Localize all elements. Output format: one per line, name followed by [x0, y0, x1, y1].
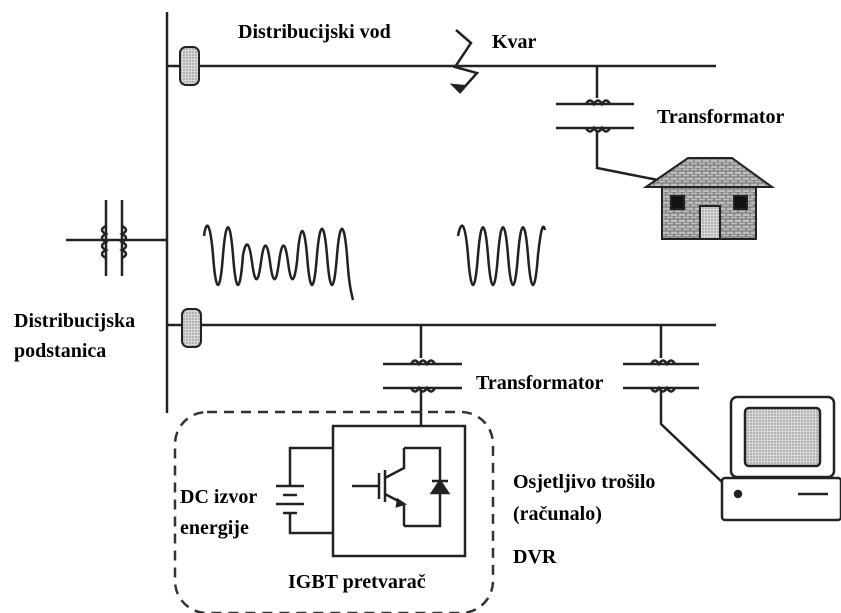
dc-source-battery: [276, 446, 333, 535]
substation-transformer: [100, 200, 128, 276]
label-transformer-top: Transformator: [657, 106, 784, 128]
transformer-top-symbol: [556, 66, 659, 182]
breaker-top: [179, 46, 200, 86]
label-transformer-bottom: Transformator: [476, 372, 603, 394]
label-feeder: Distribucijski vod: [238, 21, 391, 43]
fault-bolt: [449, 29, 480, 94]
label-fault: Kvar: [492, 31, 537, 53]
label-dc-2: energije: [180, 517, 249, 539]
label-load-2: (računalo): [513, 503, 602, 525]
label-substation-1: Distribucijska: [14, 310, 135, 332]
label-load-1: Osjetljivo trošilo: [513, 471, 655, 493]
house-icon: [642, 157, 776, 240]
transformer-load-symbol: [623, 325, 723, 483]
label-dc-1: DC izvor: [180, 486, 257, 508]
restored-waveform: [456, 224, 547, 287]
transformer-bottom-symbol: [383, 325, 462, 426]
label-substation-2: podstanica: [14, 340, 106, 362]
label-dvr: DVR: [513, 546, 557, 568]
igbt-symbol: [352, 446, 451, 528]
voltage-sag-waveform: [202, 224, 355, 301]
computer-icon: [720, 395, 841, 522]
breaker-bottom: [181, 308, 202, 348]
dvr-boundary: [173, 410, 495, 613]
label-igbt: IGBT pretvarač: [288, 571, 426, 593]
